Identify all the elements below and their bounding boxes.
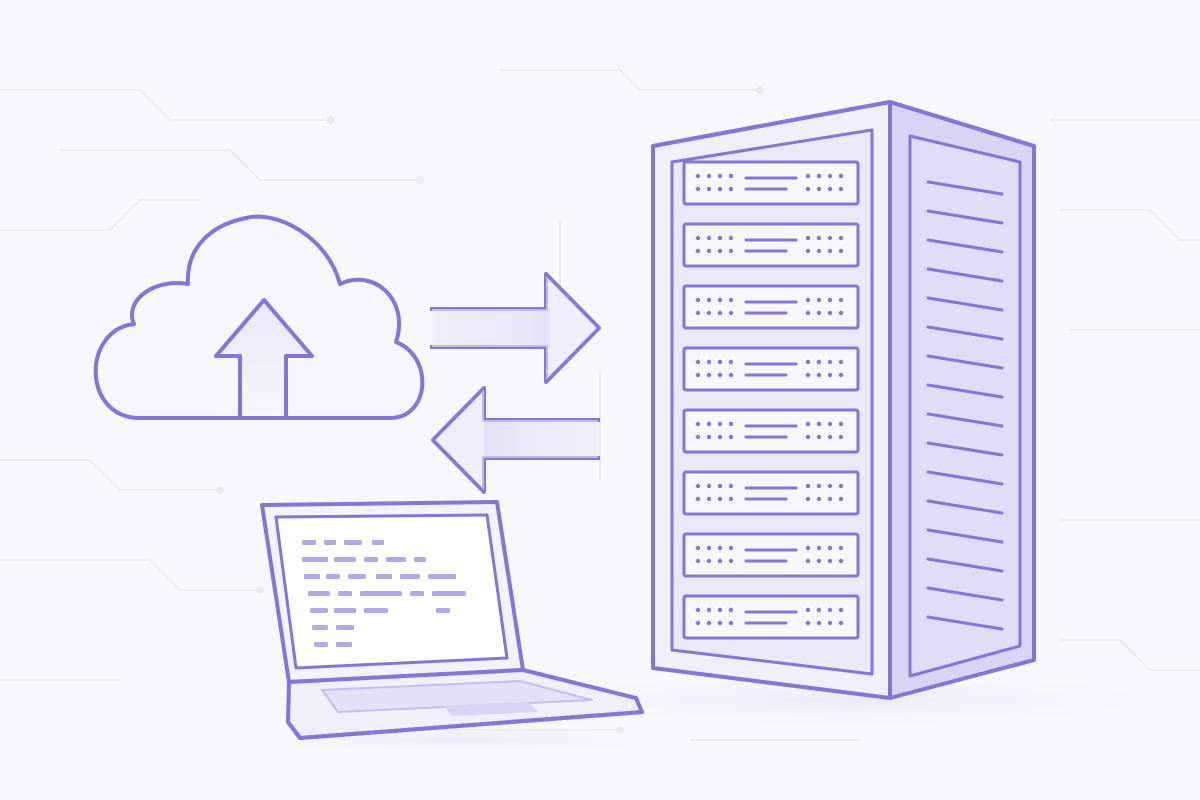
- vent-slot: [926, 383, 1004, 399]
- code-dash: [400, 574, 420, 579]
- code-dash: [428, 574, 456, 579]
- code-dash: [312, 625, 328, 630]
- drive-bay: [682, 284, 860, 330]
- vent-slot: [926, 557, 1004, 573]
- drive-bay: [682, 222, 860, 268]
- drive-bay: [682, 408, 860, 454]
- code-dash: [304, 574, 320, 579]
- code-dash: [364, 557, 378, 562]
- vent-slot: [926, 325, 1004, 341]
- upload-arrow-icon: [214, 298, 314, 420]
- drive-bays: [682, 160, 860, 640]
- code-dash: [364, 608, 388, 613]
- drive-bay: [682, 470, 860, 516]
- code-dash: [372, 540, 384, 545]
- laptop-keyboard-area: [321, 680, 593, 713]
- code-dash: [376, 574, 392, 579]
- code-dash: [338, 591, 352, 596]
- vent-slot: [926, 528, 1004, 544]
- code-dash: [326, 574, 340, 579]
- vent-slot: [926, 296, 1004, 312]
- laptop-touchpad: [444, 702, 538, 716]
- drive-bay: [682, 160, 860, 206]
- vent-slot: [926, 209, 1004, 225]
- vent-slot: [926, 267, 1004, 283]
- code-dash: [336, 642, 352, 647]
- vent-slot: [926, 441, 1004, 457]
- laptop-front-edge: [286, 710, 643, 740]
- drive-bay: [682, 346, 860, 392]
- code-dash: [414, 557, 426, 562]
- code-dash: [302, 557, 328, 562]
- code-dash: [386, 557, 406, 562]
- ground-shadow: [510, 672, 1190, 728]
- server-rack-icon: [651, 100, 1036, 700]
- side-vents: [926, 180, 1004, 631]
- arrow-left-icon: [431, 386, 600, 494]
- code-dash: [308, 591, 330, 596]
- drive-bay: [682, 532, 860, 578]
- code-dash: [436, 608, 450, 613]
- code-dash: [344, 540, 362, 545]
- code-dash: [360, 591, 402, 596]
- code-dash: [324, 540, 336, 545]
- vent-slot: [926, 470, 1004, 486]
- drive-bay: [682, 594, 860, 640]
- code-dash: [302, 540, 316, 545]
- cloud-upload-icon: [93, 214, 425, 420]
- code-dash: [410, 591, 424, 596]
- vent-slot: [926, 412, 1004, 428]
- code-lines: [302, 540, 466, 647]
- vent-slot: [926, 354, 1004, 370]
- arrow-right-icon: [430, 272, 601, 384]
- vent-slot: [926, 180, 1004, 196]
- code-dash: [348, 574, 366, 579]
- vent-slot: [926, 586, 1004, 602]
- code-dash: [314, 642, 328, 647]
- code-dash: [336, 625, 354, 630]
- code-dash: [432, 591, 466, 596]
- laptop-icon: [260, 500, 644, 740]
- code-dash: [334, 557, 356, 562]
- code-dash: [334, 608, 356, 613]
- vent-slot: [926, 499, 1004, 515]
- vent-slot: [926, 238, 1004, 254]
- vent-slot: [926, 615, 1004, 631]
- code-dash: [310, 608, 328, 613]
